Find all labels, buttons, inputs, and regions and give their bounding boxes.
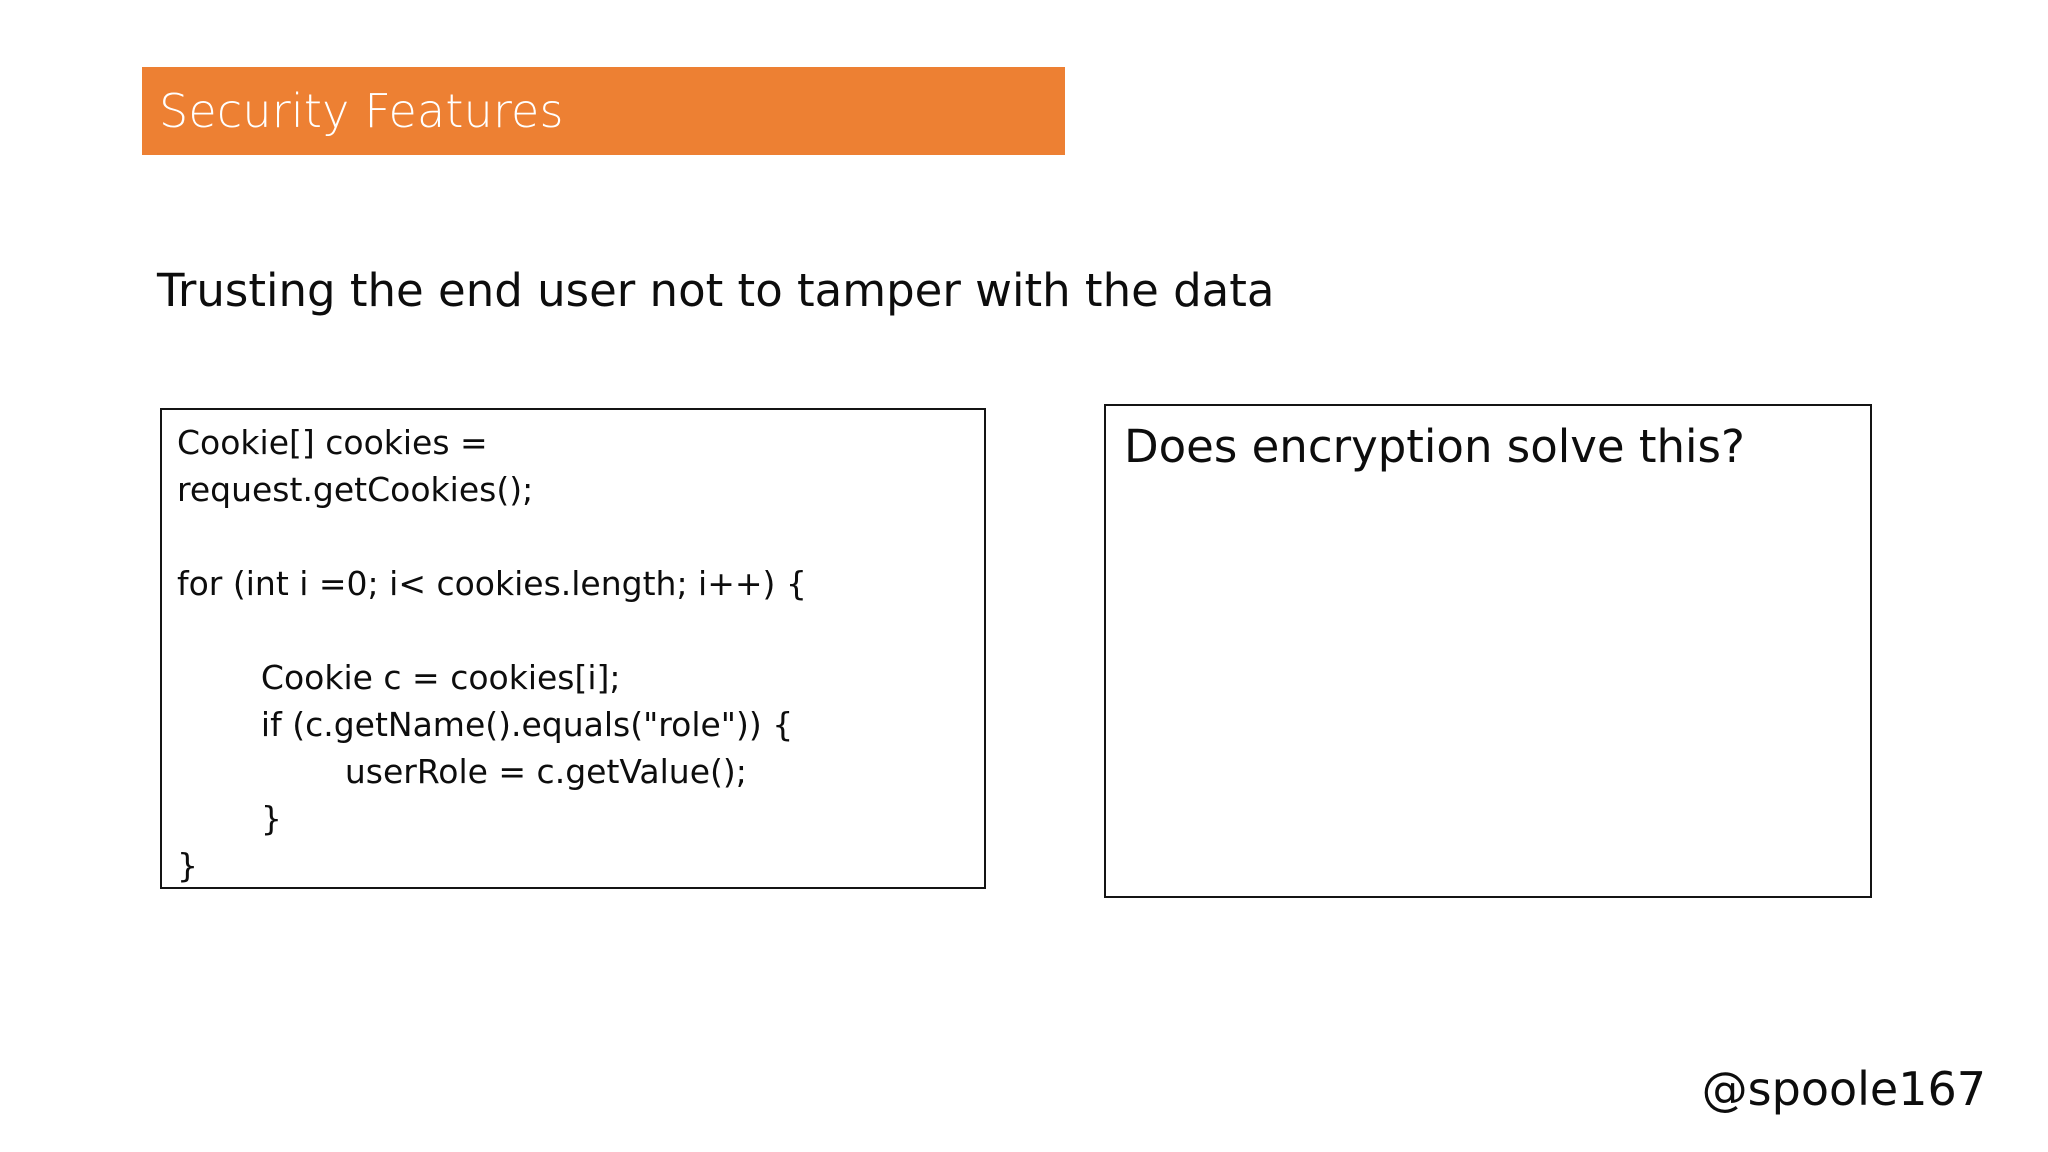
- title-banner: Security Features: [142, 67, 1065, 155]
- subtitle-text: Trusting the end user not to tamper with…: [157, 264, 1275, 317]
- code-listing: Cookie[] cookies = request.getCookies();…: [177, 423, 807, 885]
- page-title: Security Features: [159, 83, 564, 138]
- author-handle: @spoole167: [1701, 1062, 1986, 1116]
- question-panel: Does encryption solve this?: [1104, 404, 1872, 898]
- code-panel: Cookie[] cookies = request.getCookies();…: [160, 408, 986, 889]
- question-text: Does encryption solve this?: [1124, 420, 1745, 473]
